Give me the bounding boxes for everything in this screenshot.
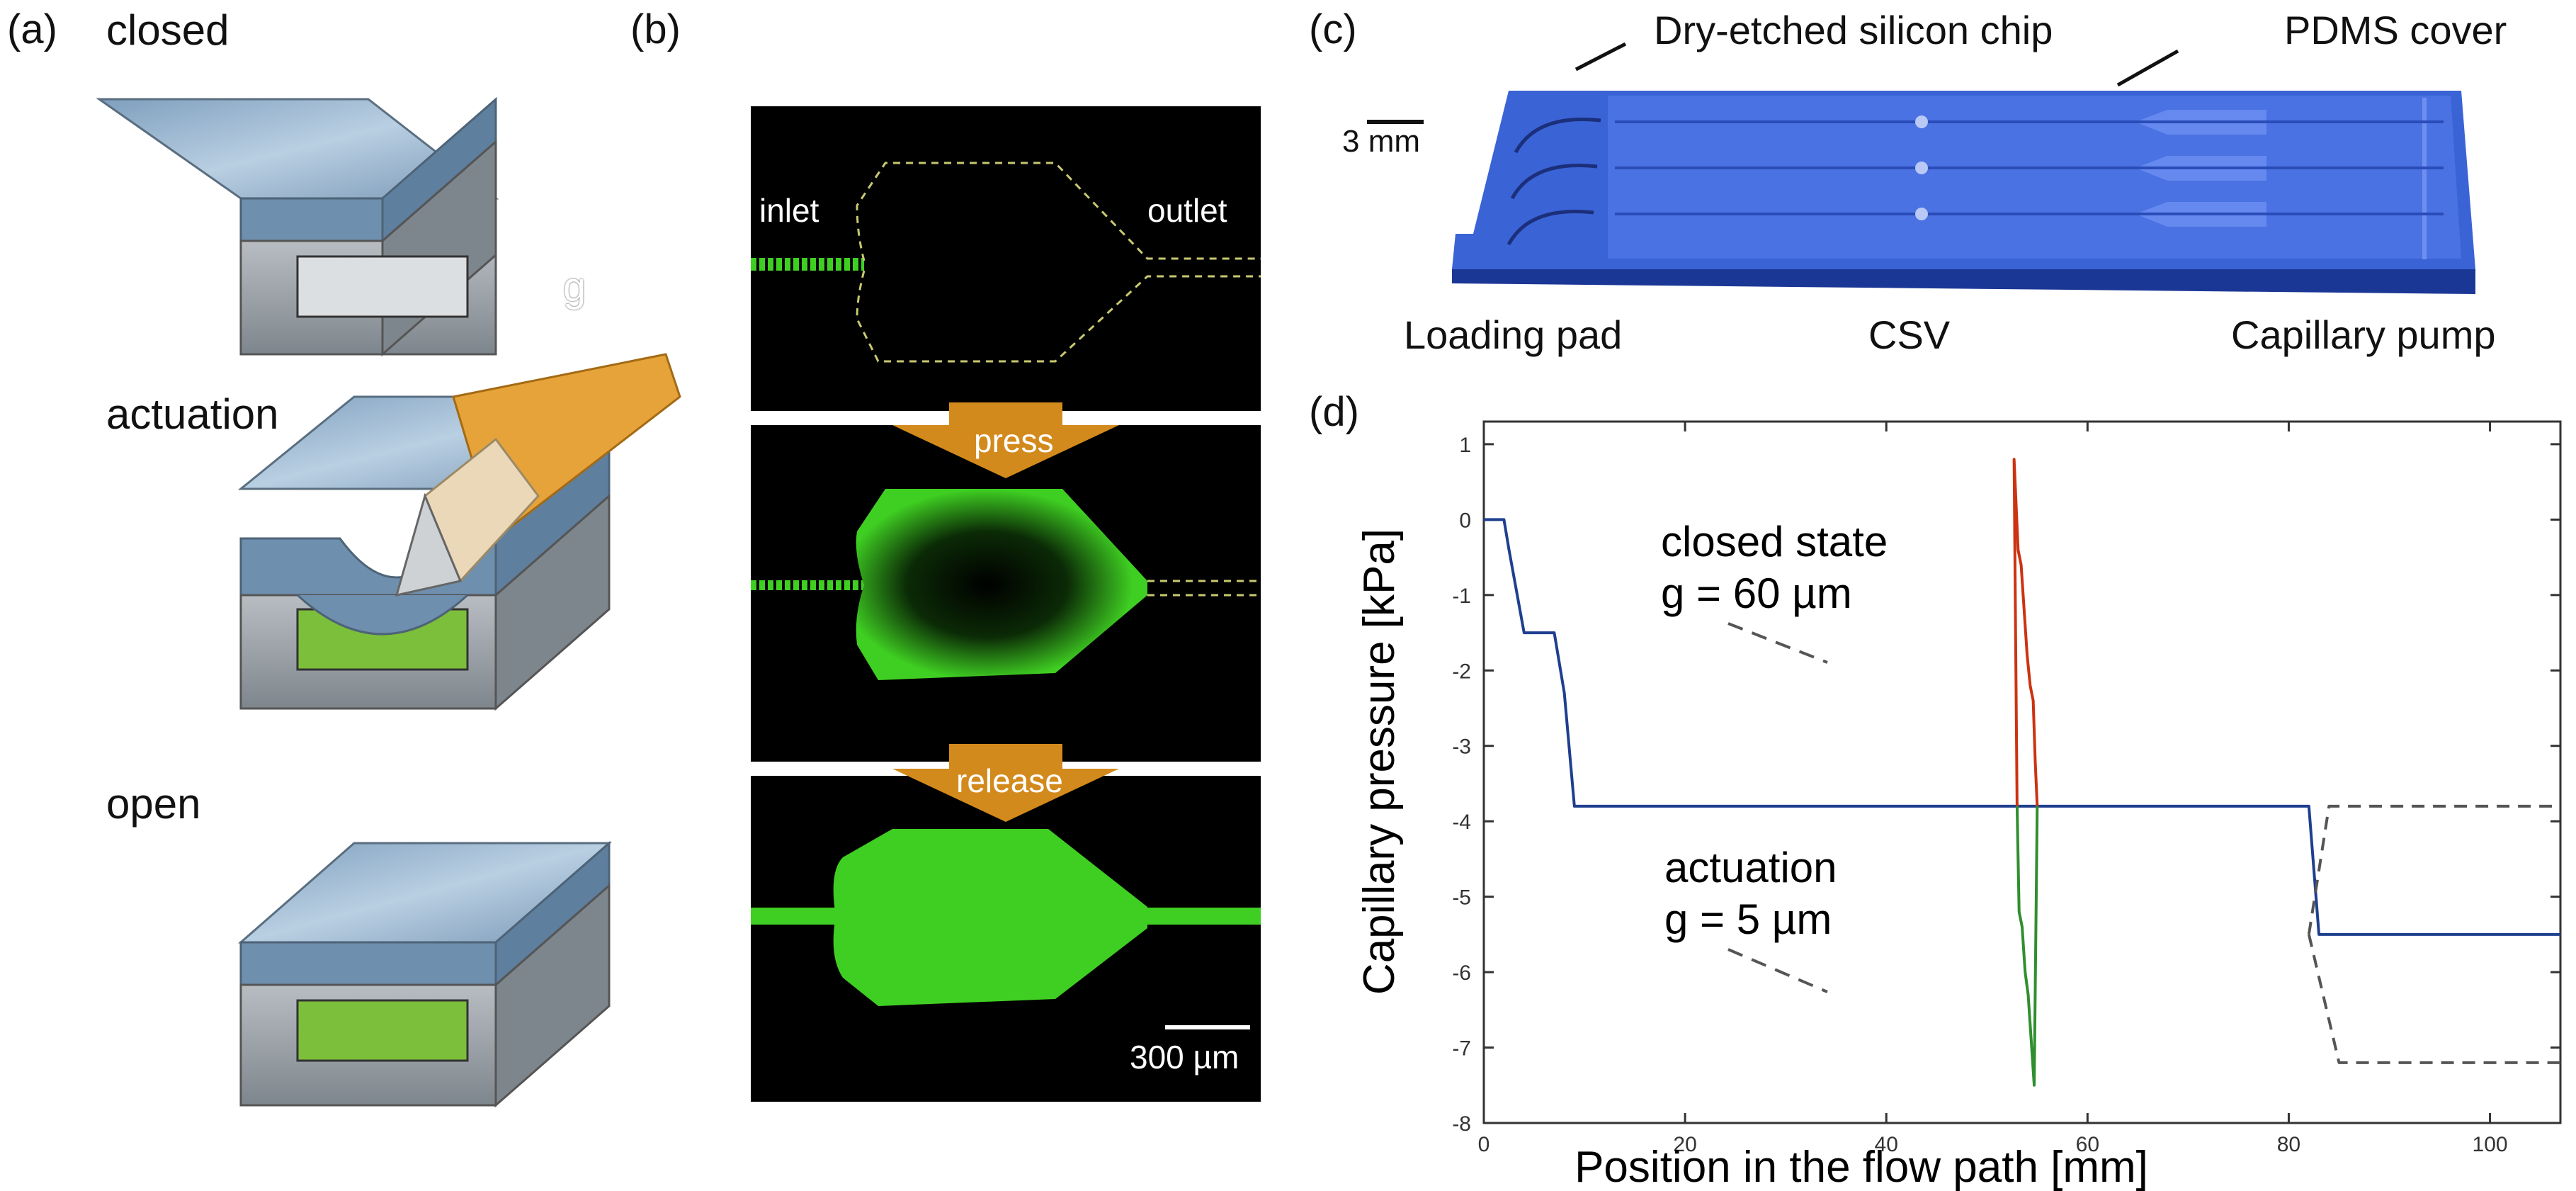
y-tick-label: -5 [1452, 886, 1471, 910]
y-tick-label: -2 [1452, 660, 1471, 683]
scale-label-300um: 300 µm [1130, 1039, 1239, 1076]
region-csv: CSV [1868, 312, 1951, 357]
x-tick-label: 100 [2473, 1133, 2508, 1156]
series-line-0 [1484, 518, 2560, 936]
x-tick-label: 40 [1875, 1133, 1898, 1156]
press-arrow [892, 402, 1119, 478]
chart-ylabel: Capillary pressure [kPa] [1355, 529, 1404, 995]
annotation-actuation-leader [1727, 948, 1828, 993]
state-open-label: open [106, 780, 201, 828]
y-tick-label: 1 [1459, 434, 1471, 457]
annotation-actuation: actuation [1664, 844, 1837, 891]
y-tick-label: -6 [1452, 961, 1471, 985]
valve-illustration [96, 96, 681, 1108]
series-line-2 [2015, 806, 2039, 1087]
inlet-label: inlet [759, 192, 819, 229]
annotation-closed-gap: g = 60 µm [1661, 570, 1852, 617]
state-actuation-label: actuation [106, 390, 279, 438]
panel-d-label: (d) [1309, 389, 1359, 435]
micrograph-overlay [751, 162, 1261, 1029]
pdms-cover-label: PDMS cover [2284, 8, 2507, 52]
region-loading-pad: Loading pad [1404, 312, 1623, 357]
y-tick-label: 0 [1459, 509, 1471, 532]
closed-valve-block [96, 96, 557, 357]
panel-c-label: (c) [1309, 6, 1357, 52]
state-closed-label: closed [106, 6, 229, 54]
x-tick-label: 80 [2277, 1133, 2300, 1156]
release-label: release [956, 762, 1063, 799]
y-tick-label: -1 [1452, 585, 1471, 608]
pencil-illustration [395, 353, 681, 597]
series-line-3 [2307, 804, 2560, 935]
x-tick-label: 0 [1478, 1133, 1490, 1156]
chip-photo [1367, 43, 2475, 294]
scale-label-3mm: 3 mm [1342, 124, 1420, 159]
pressed-chamber [751, 489, 1261, 680]
outlet-label: outlet [1147, 192, 1227, 229]
region-capillary-pump: Capillary pump [2231, 312, 2496, 357]
gap-symbol: g [563, 264, 586, 310]
chart-xlabel: Position in the flow path [mm] [1574, 1143, 2148, 1191]
closed-chamber-outline [751, 162, 1261, 363]
y-tick-label: -7 [1452, 1037, 1471, 1061]
x-tick-label: 20 [1673, 1133, 1696, 1156]
panel-a-label: (a) [7, 6, 57, 52]
series-line-4 [2307, 934, 2560, 1064]
open-valve-block [238, 840, 612, 1108]
chart-plot-frame [1482, 420, 2562, 1124]
released-chamber [751, 829, 1261, 1006]
y-tick-label: -8 [1452, 1112, 1471, 1136]
y-tick-label: -4 [1452, 811, 1471, 834]
annotation-closed-leader [1727, 622, 1828, 664]
press-label: press [974, 422, 1054, 459]
x-tick-label: 60 [2076, 1133, 2099, 1156]
y-tick-label: -3 [1452, 735, 1471, 759]
annotation-actuation-gap: g = 5 µm [1664, 896, 1832, 943]
silicon-chip-label: Dry-etched silicon chip [1654, 8, 2053, 52]
annotation-closed-state: closed state [1661, 518, 1888, 565]
series-line-1 [2012, 458, 2039, 806]
release-arrow [892, 744, 1119, 822]
panel-b-label: (b) [630, 6, 681, 52]
